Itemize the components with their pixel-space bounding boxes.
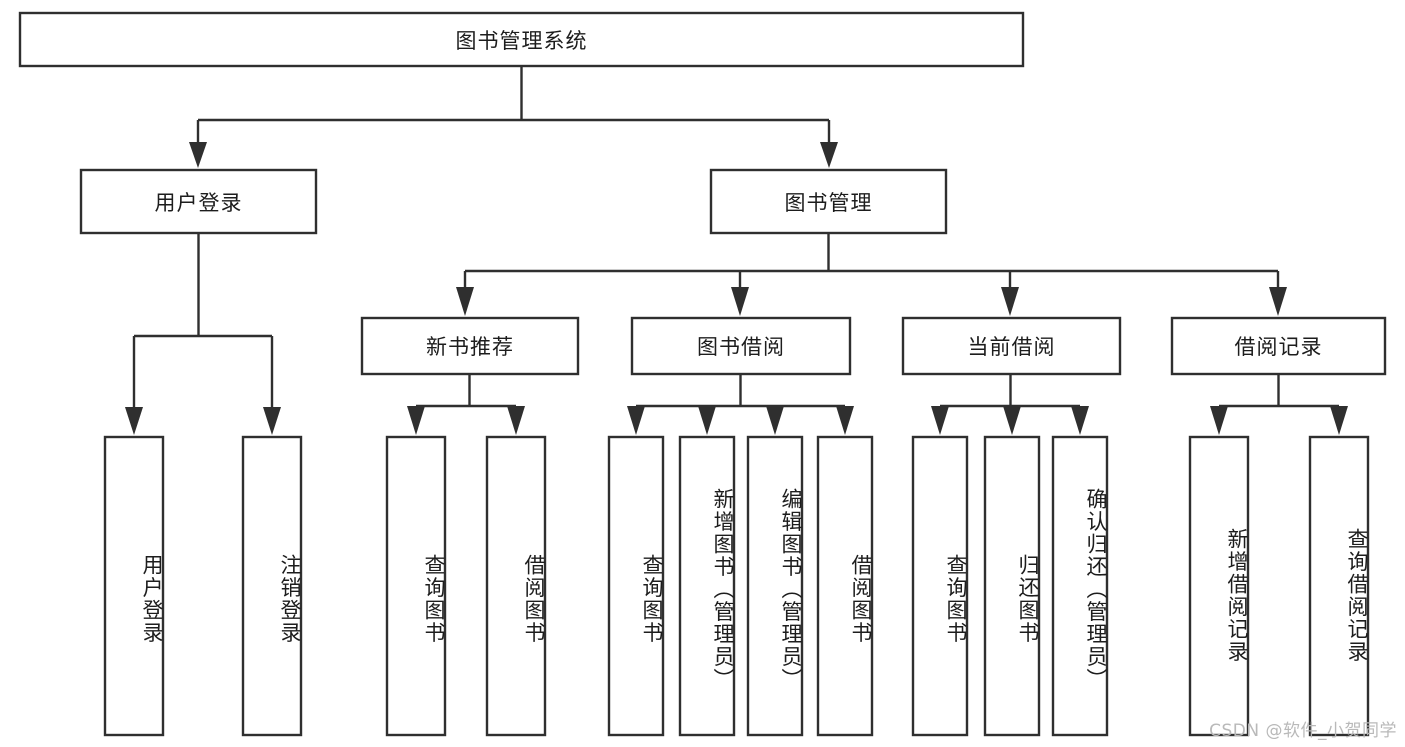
node-box-leaf-user-login[interactable] (103, 435, 165, 737)
node-box-book-manage[interactable] (709, 168, 948, 235)
arrow-currentborrow-leaf3 (1071, 406, 1089, 435)
arrow-book-manage-c1 (456, 287, 474, 316)
arrow-currentborrow-leaf2 (1003, 406, 1021, 435)
arrow-book-manage-c3 (1001, 287, 1019, 316)
node-box-leaf-add-book-admin[interactable] (678, 435, 736, 737)
node-box-leaf-borrow-book[interactable] (816, 435, 874, 737)
arrow-root-user-login (189, 142, 207, 168)
node-box-leaf-query-book-borrow[interactable] (607, 435, 665, 737)
node-box-book-borrow[interactable] (630, 316, 852, 376)
arrow-book-manage-c4 (1269, 287, 1287, 316)
node-box-leaf-add-borrow-record[interactable] (1188, 435, 1250, 737)
node-box-leaf-edit-book-admin[interactable] (746, 435, 804, 737)
arrow-user-login-leaf2 (263, 407, 281, 435)
arrow-bookborrow-leaf1 (627, 406, 645, 435)
node-box-leaf-query-book-new[interactable] (385, 435, 447, 737)
node-box-current-borrow[interactable] (901, 316, 1122, 376)
node-box-leaf-query-borrow-record[interactable] (1308, 435, 1370, 737)
arrow-newbook-leaf2 (507, 406, 525, 435)
arrow-user-login-leaf1 (125, 407, 143, 435)
arrow-bookborrow-leaf2 (698, 406, 716, 435)
csdn-watermark: CSDN @软件_小贺同学 (1209, 721, 1397, 741)
arrow-bookborrow-leaf4 (836, 406, 854, 435)
node-box-leaf-query-book-current[interactable] (911, 435, 969, 737)
node-box-leaf-borrow-book-new[interactable] (485, 435, 547, 737)
node-box-borrow-record[interactable] (1170, 316, 1387, 376)
arrow-borrowrecord-leaf1 (1210, 406, 1228, 435)
node-box-user-login[interactable] (79, 168, 318, 235)
arrow-root-book-manage (820, 142, 838, 168)
arrow-bookborrow-leaf3 (766, 406, 784, 435)
node-box-leaf-logout[interactable] (241, 435, 303, 737)
node-box-leaf-confirm-return[interactable] (1051, 435, 1109, 737)
arrow-borrowrecord-leaf2 (1330, 406, 1348, 435)
arrow-book-manage-c2 (731, 287, 749, 316)
node-box-new-book-recommend[interactable] (360, 316, 580, 376)
arrow-newbook-leaf1 (407, 406, 425, 435)
node-box-root[interactable] (18, 11, 1025, 68)
node-box-layer (18, 11, 1387, 737)
connector-layer (125, 66, 1348, 435)
arrow-currentborrow-leaf1 (931, 406, 949, 435)
node-box-leaf-return-book[interactable] (983, 435, 1041, 737)
